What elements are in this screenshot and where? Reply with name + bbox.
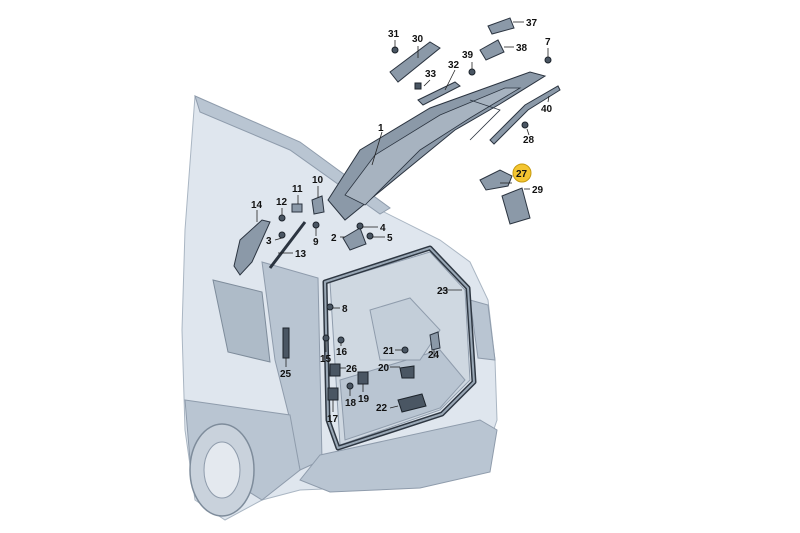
part-27 [479, 169, 513, 191]
part-26 [329, 363, 341, 377]
part-39 [468, 68, 476, 76]
part-2 [342, 227, 367, 251]
part-11 [291, 203, 303, 213]
part-29 [501, 187, 531, 225]
label-33: 33 [425, 69, 437, 80]
label-25: 25 [280, 369, 292, 380]
label-38: 38 [516, 43, 528, 54]
label-31: 31 [388, 29, 400, 40]
label-26: 26 [346, 364, 358, 375]
label-30: 30 [412, 34, 424, 45]
part-22 [397, 393, 427, 413]
label-22: 22 [376, 403, 388, 414]
label-18: 18 [345, 398, 357, 409]
part-37 [487, 17, 515, 35]
car-body [181, 95, 498, 521]
label-19: 19 [358, 394, 370, 405]
label-8: 8 [342, 304, 348, 315]
label-15: 15 [320, 354, 332, 365]
label-37: 37 [526, 18, 538, 29]
part-9 [312, 221, 320, 229]
part-14 [233, 219, 271, 276]
label-4: 4 [380, 223, 386, 234]
label-21: 21 [383, 346, 395, 357]
label-10: 10 [312, 175, 324, 186]
label-7: 7 [545, 37, 551, 48]
part-12 [278, 214, 286, 222]
label-1: 1 [378, 123, 384, 134]
part-8 [326, 303, 334, 311]
part-3 [278, 231, 286, 239]
part-4 [356, 222, 364, 230]
part-32 [417, 81, 461, 106]
part-20 [399, 365, 415, 379]
part-17 [327, 387, 339, 401]
part-18 [346, 382, 354, 390]
small-parts [233, 17, 561, 413]
part-21 [401, 346, 409, 354]
part-24 [429, 331, 441, 351]
label-11: 11 [292, 184, 303, 195]
part-40 [489, 85, 561, 145]
part-labels: 1 31 30 33 32 37 38 39 7 40 28 27 29 14 … [251, 18, 553, 425]
tailgate [327, 71, 547, 221]
label-9: 9 [313, 237, 319, 248]
label-2: 2 [331, 233, 337, 244]
part-13 [268, 221, 307, 269]
label-13: 13 [295, 249, 307, 260]
label-29: 29 [532, 185, 544, 196]
label-14: 14 [251, 200, 263, 211]
label-5: 5 [387, 233, 393, 244]
part-28 [521, 121, 529, 129]
label-16: 16 [336, 347, 348, 358]
part-15 [322, 334, 330, 342]
label-27: 27 [516, 169, 528, 180]
leader-lines [256, 21, 550, 412]
rear-bumper [299, 419, 498, 493]
label-3: 3 [266, 236, 272, 247]
label-17: 17 [327, 414, 339, 425]
part-10 [311, 195, 325, 215]
label-32: 32 [448, 60, 460, 71]
label-24: 24 [428, 350, 440, 361]
part-19 [357, 371, 369, 385]
part-25 [282, 327, 290, 359]
label-12: 12 [276, 197, 288, 208]
side-window [212, 279, 271, 363]
part-16 [337, 336, 345, 344]
label-23: 23 [437, 286, 449, 297]
label-39: 39 [462, 50, 474, 61]
label-40: 40 [541, 104, 553, 115]
label-20: 20 [378, 363, 390, 374]
part-38 [479, 39, 505, 61]
part-30 [389, 41, 441, 83]
part-7 [544, 56, 552, 64]
part-5 [366, 232, 374, 240]
label-28: 28 [523, 135, 535, 146]
part-33 [414, 82, 422, 90]
highlight-badge-27 [512, 163, 532, 183]
